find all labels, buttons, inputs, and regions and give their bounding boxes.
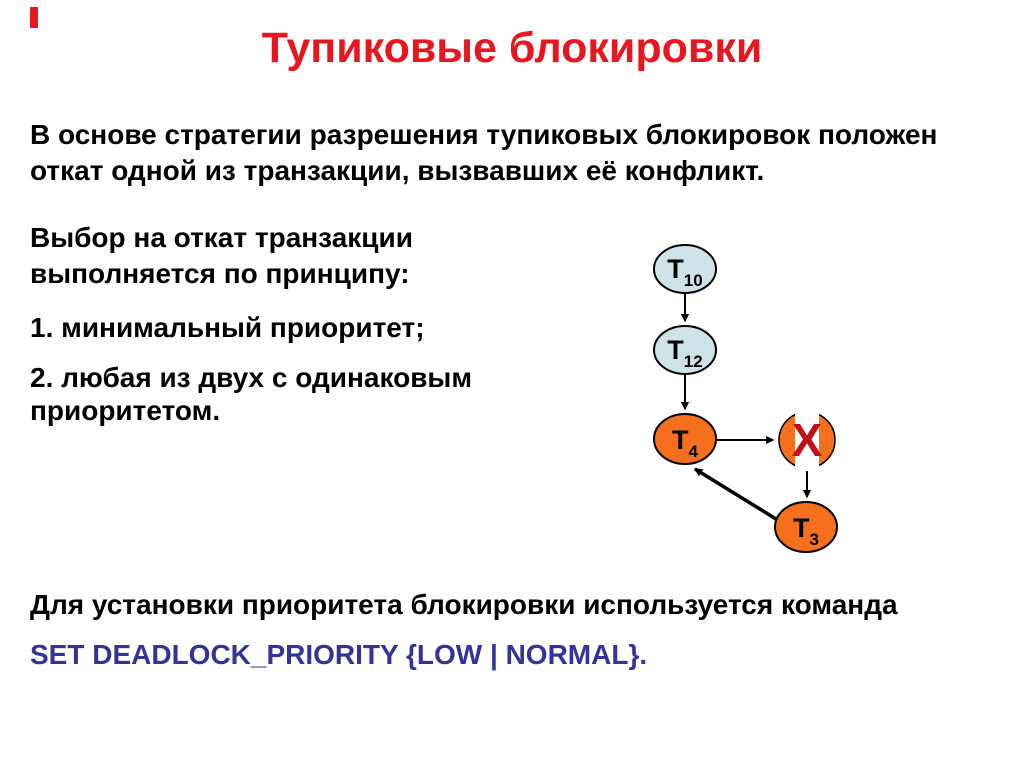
list-item-1: 1. минимальный приоритет;: [30, 312, 425, 343]
red-corner-mark: [30, 7, 38, 28]
sql-command-text: SET DEADLOCK_PRIORITY {LOW | NORMAL}.: [30, 639, 648, 670]
svg-text:T4: T4: [672, 425, 699, 461]
svg-text:T3: T3: [793, 513, 819, 549]
deadlock-graph-diagram: T10 T12 T4 X T3: [653, 244, 838, 553]
footer-paragraph: Для установки приоритета блокировки испо…: [30, 589, 898, 620]
white-band: [795, 410, 819, 471]
node-x-cancelled-resource: X: [778, 410, 836, 471]
rollback-choice-paragraph: Выбор на откат транзакции выполняется по…: [30, 222, 413, 289]
node-t4: T4: [653, 413, 717, 465]
svg-text:T12: T12: [667, 335, 702, 371]
node-t3: T3: [774, 501, 838, 553]
intro-paragraph: В основе стратегии разрешения тупиковых …: [30, 119, 938, 186]
x-mark: X: [792, 414, 823, 466]
node-t10: T10: [653, 244, 717, 294]
svg-text:T10: T10: [667, 254, 702, 290]
edge-t3-t4: [693, 467, 777, 521]
node-t12: T12: [653, 325, 717, 375]
list-item-2: 2. любая из двух с одинаковым приоритето…: [30, 362, 473, 426]
slide-title: Тупиковые блокировки: [261, 24, 763, 72]
graph-edges: [680, 293, 812, 521]
